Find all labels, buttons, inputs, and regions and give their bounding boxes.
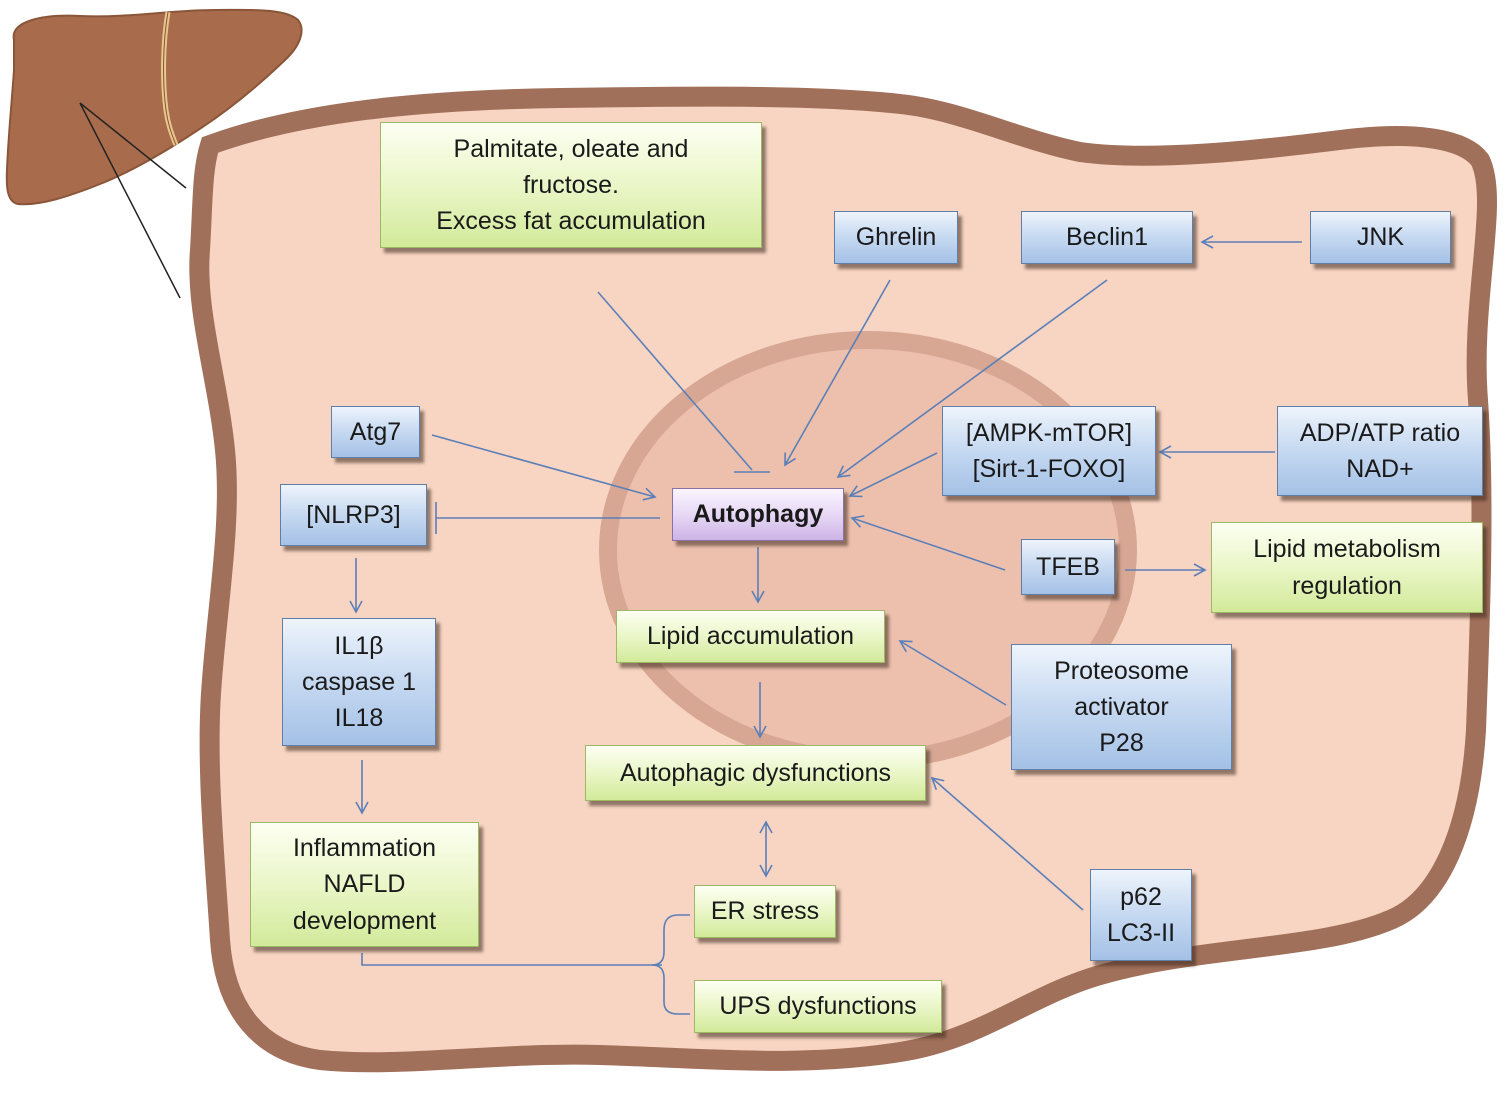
connector-palmitate-autophagy [597, 291, 753, 471]
node-text-line: Excess fat accumulation [436, 207, 706, 236]
node-text-line: IL18 [334, 704, 384, 733]
node-text-line: IL1β [334, 631, 384, 660]
node-text-line: Autophagic dysfunctions [619, 758, 891, 787]
arrow-ghrelin-autophagy [784, 279, 891, 467]
node-p62-lc3: p62 LC3-II [1090, 869, 1192, 961]
node-text-line: NAD+ [1346, 455, 1414, 483]
node-tfeb: TFEB [1021, 539, 1115, 595]
node-ups-dysfunctions: UPS dysfunctions [694, 980, 942, 1033]
node-text-line: Palmitate, oleate and [453, 134, 689, 163]
node-text-line: development [292, 906, 437, 935]
node-text-line: Atg7 [349, 417, 402, 446]
node-text-line: [NLRP3] [306, 500, 401, 529]
node-text-line: Lipid metabolism [1253, 535, 1441, 564]
node-text-line: LC3-II [1106, 919, 1176, 947]
arrow-beclin1-autophagy [836, 279, 1108, 478]
liver-icon [5, 8, 303, 206]
arrow-ampk-autophagy [848, 452, 938, 498]
node-text-line: activator [1074, 692, 1169, 721]
zoom-line-bottom [79, 102, 181, 299]
bracket-er-ups [651, 914, 690, 1015]
arrow-p62-dysfunctions [930, 776, 1084, 911]
node-text-line: Lipid accumulation [646, 622, 855, 651]
arrow-tfeb-autophagy [850, 515, 1006, 571]
node-text-line: Beclin1 [1066, 223, 1148, 252]
node-lipid-metabolism-regulation: Lipid metabolism regulation [1211, 522, 1483, 613]
node-ampk-sirt1: [AMPK-mTOR] [Sirt-1-FOXO] [942, 406, 1156, 496]
node-text-line: Inflammation [292, 834, 437, 863]
node-adp-atp-ratio: ADP/ATP ratio NAD+ [1277, 406, 1483, 496]
node-text-line: fructose. [523, 170, 619, 199]
arrow-proteosome-lipid-accumulation [898, 640, 1007, 706]
node-nlrp3: [NLRP3] [280, 484, 427, 546]
node-text-line: Ghrelin [855, 223, 937, 252]
node-text-line: [Sirt-1-FOXO] [972, 455, 1126, 483]
node-autophagy: Autophagy [672, 488, 844, 541]
node-er-stress: ER stress [694, 885, 836, 938]
zoom-line-top [79, 102, 187, 189]
node-palmitate-oleate-fructose: Palmitate, oleate and fructose. Excess f… [380, 122, 762, 248]
node-jnk: JNK [1310, 211, 1451, 264]
node-text-line: p62 [1120, 882, 1162, 911]
node-inflammation-nafld: Inflammation NAFLD development [250, 822, 479, 947]
node-text-line: ADP/ATP ratio [1299, 418, 1461, 447]
node-text-line: P28 [1099, 729, 1144, 758]
node-text-line: caspase 1 [302, 667, 416, 696]
node-lipid-accumulation: Lipid accumulation [616, 610, 885, 663]
connector-inflammation-bracket [361, 953, 662, 966]
node-atg7: Atg7 [331, 406, 420, 458]
node-text-line: [AMPK-mTOR] [965, 418, 1133, 447]
node-ghrelin: Ghrelin [834, 211, 958, 264]
node-proteosome-activator: Proteosome activator P28 [1011, 644, 1232, 770]
node-text-line: regulation [1292, 571, 1402, 600]
node-text-line: Proteosome [1054, 656, 1189, 685]
node-text-line: Autophagy [692, 500, 824, 529]
node-text-line: JNK [1356, 223, 1405, 252]
node-text-line: ER stress [710, 897, 820, 926]
node-text-line: TFEB [1036, 552, 1100, 581]
node-text-line: UPS dysfunctions [719, 992, 917, 1021]
node-autophagic-dysfunctions: Autophagic dysfunctions [585, 745, 926, 801]
node-beclin1: Beclin1 [1021, 211, 1193, 264]
arrow-atg7-autophagy [431, 434, 657, 501]
node-il1b-caspase-il18: IL1β caspase 1 IL18 [282, 618, 436, 746]
node-text-line: NAFLD [323, 870, 406, 899]
